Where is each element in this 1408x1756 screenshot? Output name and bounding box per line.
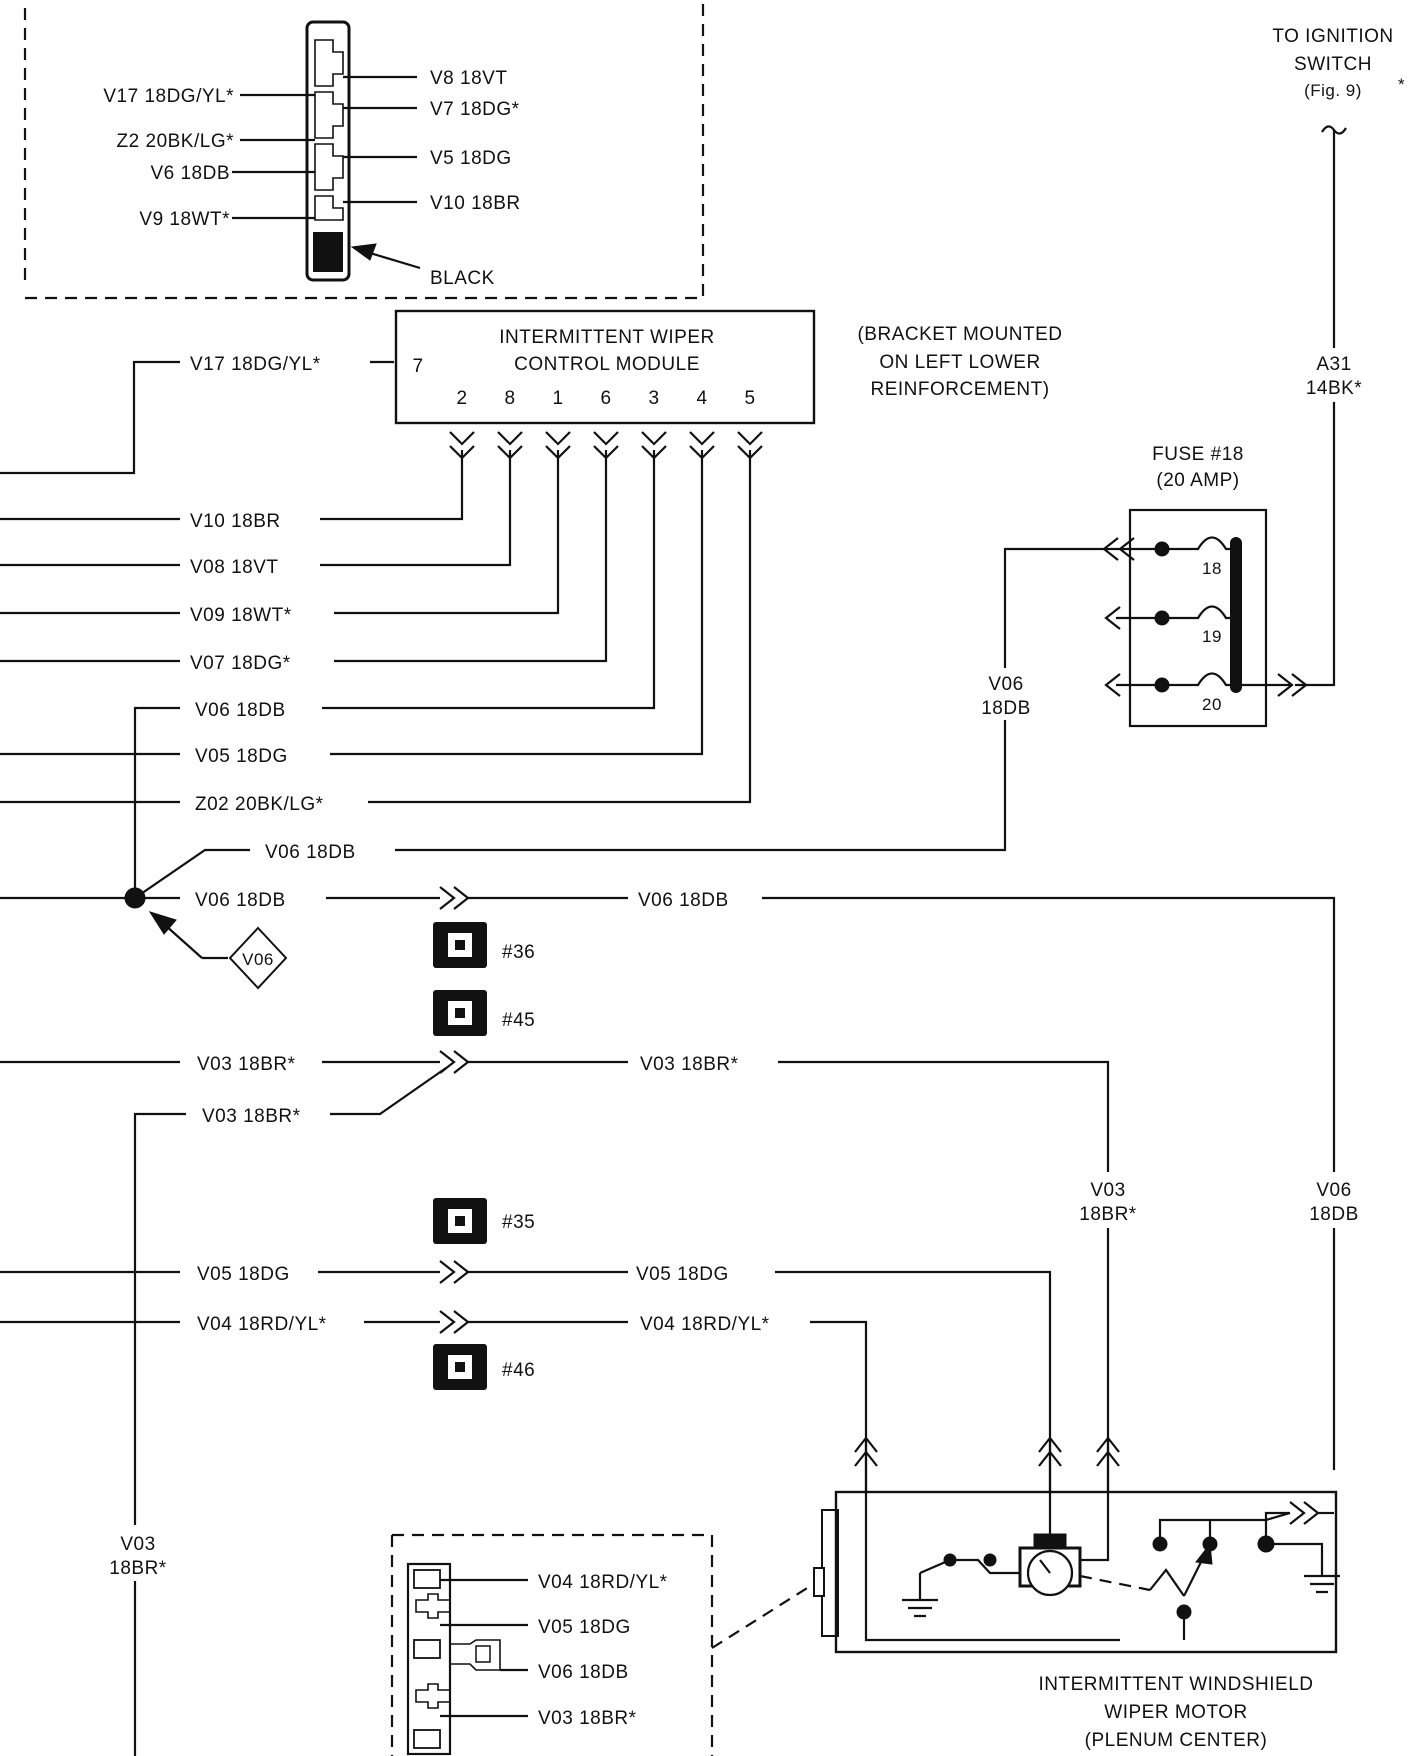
motor-connector-body xyxy=(406,1562,452,1756)
module-pin-number: 3 xyxy=(648,388,659,409)
module-title-line2: CONTROL MODULE xyxy=(514,354,700,375)
motor-pin-v05: V05 18DG xyxy=(538,1617,631,1638)
connector-color-label: BLACK xyxy=(430,268,495,289)
bracket-note-line1: (BRACKET MOUNTED xyxy=(857,324,1062,345)
wire-label-v03-a: V03 18BR* xyxy=(197,1054,296,1075)
bracket-note-line2: ON LEFT LOWER xyxy=(879,352,1040,373)
ground-46: #46 xyxy=(433,1344,535,1390)
ignition-label-line1: TO IGNITION xyxy=(1272,26,1393,47)
pin-label-v7: V7 18DG* xyxy=(430,99,520,120)
motor-label-line3: (PLENUM CENTER) xyxy=(1085,1730,1268,1751)
fuse-title: FUSE #18 xyxy=(1152,444,1244,465)
vlabel-v06-fuse-1: V06 xyxy=(988,674,1023,695)
wire-label-v03-b: V03 18BR* xyxy=(640,1054,739,1075)
pin-label-v6: V6 18DB xyxy=(150,163,230,184)
module-pin-number: 6 xyxy=(600,388,611,409)
module-pin-number: 2 xyxy=(456,388,467,409)
bracket-note-line3: REINFORCEMENT) xyxy=(870,379,1049,400)
wire-label-v06-splice: V06 18DB xyxy=(195,890,286,911)
module-pin-number: 1 xyxy=(552,388,563,409)
fuse-bus-bar xyxy=(1230,537,1242,693)
vlabel-v03-left-2: 18BR* xyxy=(109,1558,167,1579)
module-pin-number: 4 xyxy=(696,388,707,409)
pin-label-v10: V10 18BR xyxy=(430,193,521,214)
control-module: INTERMITTENT WIPER CONTROL MODULE 7 2 8 1 6… xyxy=(394,309,816,460)
wire-label-v05-c: V05 18DG xyxy=(636,1264,729,1285)
vlabel-v03-right-1: V03 xyxy=(1090,1180,1125,1201)
connector-detail-top: V17 18DG/YL* Z2 20BK/LG* V6 18DB V9 18WT… xyxy=(23,0,705,300)
pin-label-v9: V9 18WT* xyxy=(139,209,230,230)
motor-housing xyxy=(834,1490,1338,1654)
wire-label-v17: V17 18DG/YL* xyxy=(190,354,321,375)
ground-label-35: #35 xyxy=(502,1212,535,1233)
ignition-label-marker: * xyxy=(1398,75,1405,94)
motor-pin-v03: V03 18BR* xyxy=(538,1708,637,1729)
module-pin-7: 7 xyxy=(412,356,423,377)
vlabel-v06-fuse-2: 18DB xyxy=(981,698,1031,719)
motor-label-line1: INTERMITTENT WINDSHIELD xyxy=(1038,1674,1313,1695)
splice-point xyxy=(124,887,146,909)
wire-label-v04-a: V04 18RD/YL* xyxy=(197,1314,327,1335)
ground-label-36: #36 xyxy=(502,942,535,963)
motor-pin-v04: V04 18RD/YL* xyxy=(538,1572,668,1593)
ground-label-45: #45 xyxy=(502,1010,535,1031)
wiper-motor: INTERMITTENT WINDSHIELD WIPER MOTOR (PLE… xyxy=(813,1436,1340,1751)
ignition-label-ref: (Fig. 9) xyxy=(1304,81,1362,100)
v03-wires: V03 18BR* V03 18BR* V03 18BR* V03 18BR* … xyxy=(0,1050,1137,1756)
wire-label-v04-b: V04 18RD/YL* xyxy=(640,1314,770,1335)
pin-label-z2: Z2 20BK/LG* xyxy=(117,131,235,152)
splice-diamond xyxy=(228,926,288,990)
module-pin-number: 8 xyxy=(504,388,515,409)
fuse-number-20: 20 xyxy=(1202,695,1222,714)
wire-label-14bk: 14BK* xyxy=(1306,378,1362,399)
wire-label-v09: V09 18WT* xyxy=(190,605,292,626)
vlabel-v06-right-1: V06 xyxy=(1316,1180,1351,1201)
ground-36: #36 xyxy=(433,922,535,968)
vlabel-v06-right-2: 18DB xyxy=(1309,1204,1359,1225)
wire-label-v07: V07 18DG* xyxy=(190,653,291,674)
wire-label-z02: Z02 20BK/LG* xyxy=(195,794,324,815)
splice-id: V06 xyxy=(242,950,274,969)
fuse-block: FUSE #18 (20 AMP) 18 19 20 xyxy=(1100,444,1308,728)
motor-pin-v06: V06 18DB xyxy=(538,1662,629,1683)
ground-label-46: #46 xyxy=(502,1360,535,1381)
pin-label-v5: V5 18DG xyxy=(430,148,512,169)
wire-label-v03-c: V03 18BR* xyxy=(202,1106,301,1127)
pin-label-v17: V17 18DG/YL* xyxy=(103,86,234,107)
module-title-line1: INTERMITTENT WIPER xyxy=(499,327,715,348)
pin-label-v8: V8 18VT xyxy=(430,68,507,89)
module-box xyxy=(394,309,816,425)
wire-label-v06-motor: V06 18DB xyxy=(638,890,729,911)
wire-label-v06-pin3: V06 18DB xyxy=(195,700,286,721)
fuse-number-19: 19 xyxy=(1202,627,1222,646)
ground-symbols: #36 #45 #35 #46 xyxy=(433,922,535,1390)
wire-label-v06-fuse: V06 18DB xyxy=(265,842,356,863)
ground-45: #45 xyxy=(433,990,535,1036)
v05-v04-wires: V05 18DG V05 18DG V04 18RD/YL* V04 18RD/… xyxy=(0,1260,1120,1642)
bracket-note: (BRACKET MOUNTED ON LEFT LOWER REINFORCE… xyxy=(857,324,1062,400)
wire-label-a31: A31 xyxy=(1316,354,1351,375)
wire-label-v08: V08 18VT xyxy=(190,557,279,578)
module-wires: V17 18DG/YL* V10 18BR V08 18VT V09 18WT*… xyxy=(0,354,1362,1470)
wire-label-v10: V10 18BR xyxy=(190,511,281,532)
fuse-number-18: 18 xyxy=(1202,559,1222,578)
wire-label-v05-pin4: V05 18DG xyxy=(195,746,288,767)
vlabel-v03-left-1: V03 xyxy=(120,1534,155,1555)
motor-connector-detail: V04 18RD/YL* V05 18DG V06 18DB V03 18BR* xyxy=(390,1533,813,1756)
vlabel-v03-right-2: 18BR* xyxy=(1079,1204,1137,1225)
module-pin-number: 5 xyxy=(744,388,755,409)
ground-35: #35 xyxy=(433,1198,535,1244)
fuse-rating: (20 AMP) xyxy=(1156,470,1239,491)
ignition-feed: TO IGNITION SWITCH (Fig. 9) * A31 14BK* xyxy=(1272,26,1405,687)
wire-label-v05-b: V05 18DG xyxy=(197,1264,290,1285)
ignition-label-line2: SWITCH xyxy=(1294,54,1372,75)
motor-label-line2: WIPER MOTOR xyxy=(1104,1702,1247,1723)
